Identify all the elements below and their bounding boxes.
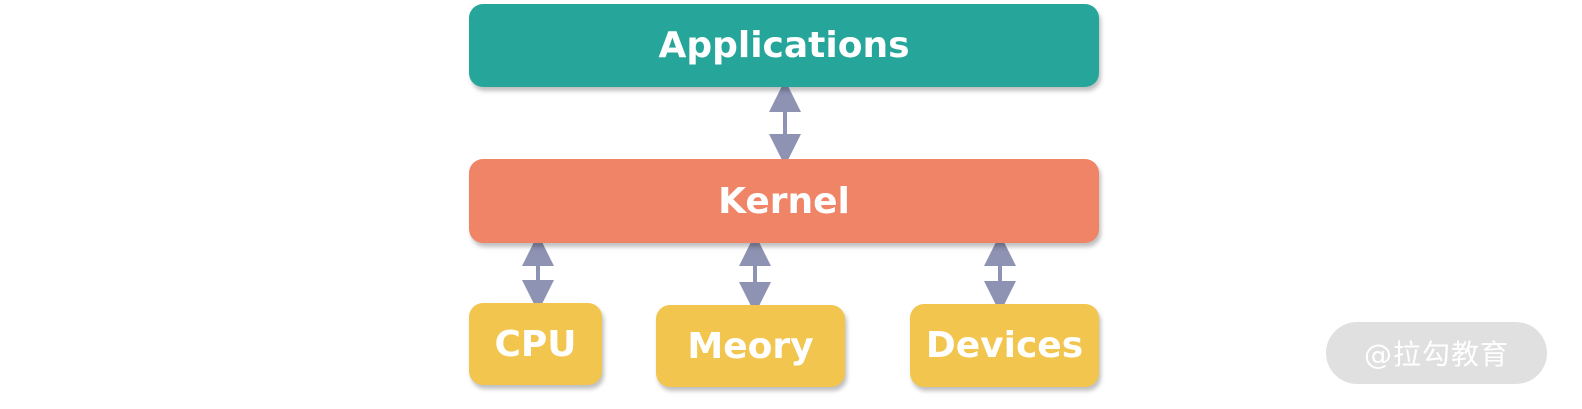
kernel-node: Kernel <box>469 159 1099 243</box>
cpu-label: CPU <box>494 323 577 365</box>
cpu-node: CPU <box>469 303 602 385</box>
kernel-label: Kernel <box>718 180 850 222</box>
devices-label: Devices <box>925 325 1084 366</box>
watermark-badge: @拉勾教育 <box>1326 322 1547 384</box>
devices-node: Devices <box>910 304 1099 387</box>
applications-node: Applications <box>469 4 1099 87</box>
memory-label: Meory <box>687 325 814 367</box>
memory-node: Meory <box>656 305 845 387</box>
watermark-text: @拉勾教育 <box>1363 338 1509 371</box>
applications-label: Applications <box>658 25 910 66</box>
